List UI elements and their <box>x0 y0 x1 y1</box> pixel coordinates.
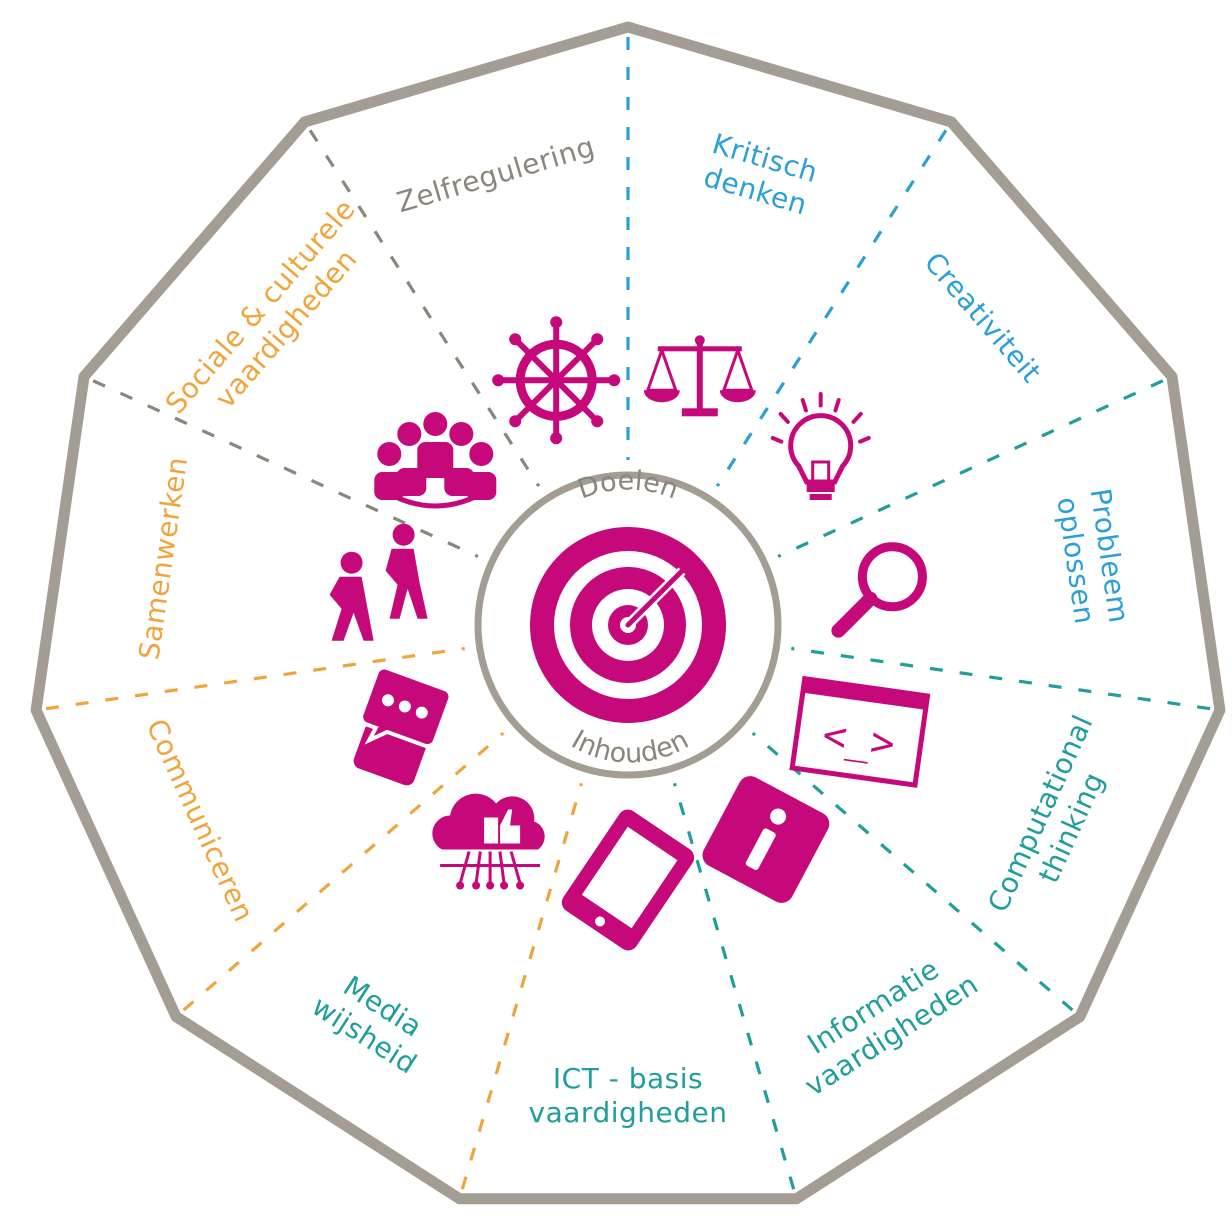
target-icon <box>530 527 726 723</box>
info-icon <box>702 776 830 903</box>
segment-divider <box>791 646 1211 711</box>
divider-layer <box>45 37 1211 1190</box>
code-window-icon: <_> <box>789 675 931 788</box>
segment-divider <box>182 731 505 1012</box>
people-walking-icon <box>329 523 428 641</box>
chat-bubbles-icon <box>353 665 453 786</box>
segment-divider <box>92 379 479 558</box>
segment-label-line: ICT - basis <box>553 1062 703 1095</box>
segment-divider <box>45 646 465 711</box>
lightbulb-icon <box>770 392 871 500</box>
segment-divider <box>715 129 948 488</box>
icon-layer: <_> <box>329 316 931 951</box>
segment-divider <box>460 782 584 1190</box>
scales-icon <box>643 335 756 417</box>
segment-divider <box>672 782 796 1190</box>
group-icon <box>374 412 497 509</box>
segment-divider <box>751 731 1074 1012</box>
segment-label-line: vaardigheden <box>529 1096 728 1129</box>
magnifier-icon <box>831 542 927 638</box>
center-hub: Doelen Inhouden <box>474 465 782 779</box>
code-glyph: <_> <box>820 712 898 768</box>
segment-divider <box>777 379 1164 558</box>
tablet-icon <box>561 809 695 951</box>
cloud-network-icon <box>432 793 545 890</box>
segment-divider <box>308 129 541 488</box>
ships-wheel-icon <box>492 316 621 445</box>
